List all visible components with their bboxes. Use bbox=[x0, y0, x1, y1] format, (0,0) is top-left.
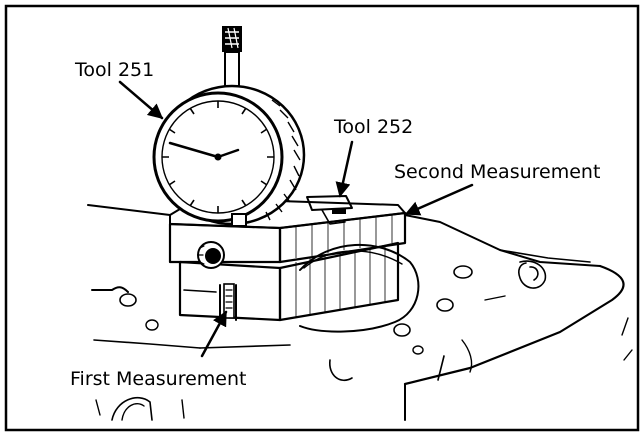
bolt-hole bbox=[436, 298, 454, 312]
label-tool-252: Tool 252 bbox=[333, 116, 413, 138]
label-first-measurement: First Measurement bbox=[70, 368, 246, 390]
engine-block bbox=[87, 204, 633, 421]
tool-252-arrow bbox=[335, 140, 354, 198]
first-measurement-arrow bbox=[200, 310, 228, 358]
label-tool-251: Tool 251 bbox=[74, 59, 154, 81]
tool-251-dial-indicator bbox=[152, 26, 306, 227]
tool-251-arrow bbox=[118, 80, 164, 120]
figure-frame bbox=[4, 4, 640, 432]
second-measurement-arrow bbox=[404, 183, 474, 216]
dial-needle bbox=[168, 141, 220, 159]
label-second-measurement: Second Measurement bbox=[394, 161, 600, 183]
dial-cap bbox=[222, 26, 242, 52]
bolt-hole bbox=[393, 323, 411, 337]
bolt-hole bbox=[453, 265, 473, 279]
bolt-hole bbox=[145, 319, 159, 331]
first-measurement-feeler bbox=[223, 283, 235, 319]
dial-needle-short bbox=[216, 148, 240, 159]
bolt-hole bbox=[119, 293, 137, 307]
bolt-hole bbox=[412, 345, 424, 355]
